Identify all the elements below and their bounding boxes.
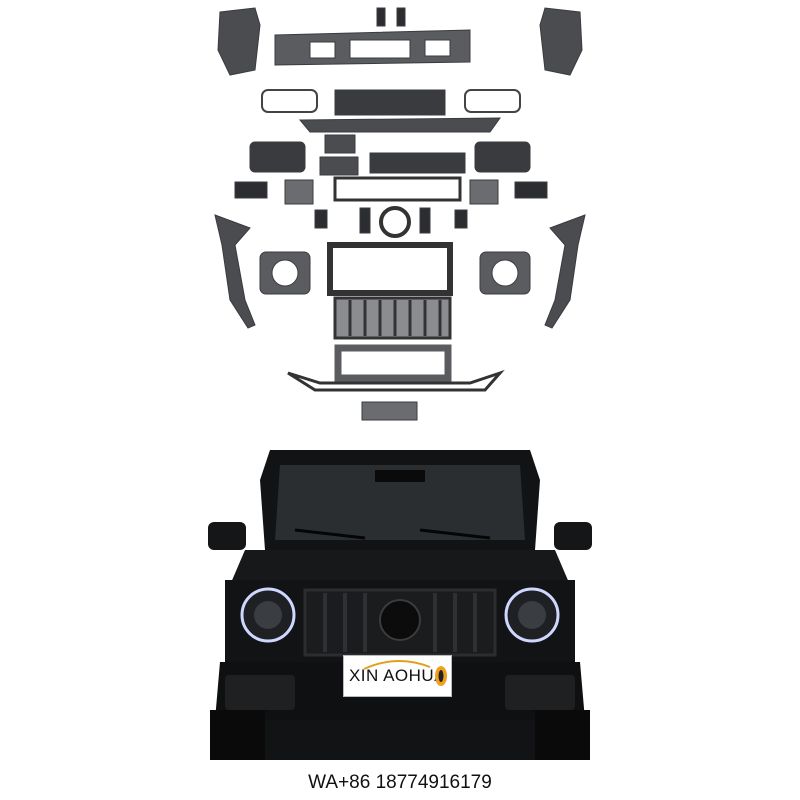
brand-logo-icon [435,666,447,686]
right-side-strip [544,214,586,329]
windshield [275,465,525,540]
car-front-image [208,450,592,760]
right-fender-flare [539,7,583,76]
plate-bracket [361,401,418,421]
upper-mesh-grille [334,89,446,116]
right-frame [464,89,521,113]
grille-frame [327,242,453,296]
contact-number: WA+86 18774916179 [308,772,492,793]
left-vent [249,141,306,173]
left-fender-flare [217,7,261,76]
body-kit-parts-image [214,7,586,421]
right-vent [474,141,531,173]
bracket-left [376,7,386,27]
right-mirror [554,522,592,550]
left-frame [261,89,318,113]
gt-grille [333,296,452,340]
left-side-strip [214,214,256,329]
brand-name: XIN AOHUA [348,666,447,685]
center-vent [369,152,466,174]
left-mirror [208,522,246,550]
bracket-right [396,7,406,27]
swoosh-icon [363,659,431,670]
brand-plate: XIN AOHUA [343,655,452,697]
car-emblem [379,599,421,641]
